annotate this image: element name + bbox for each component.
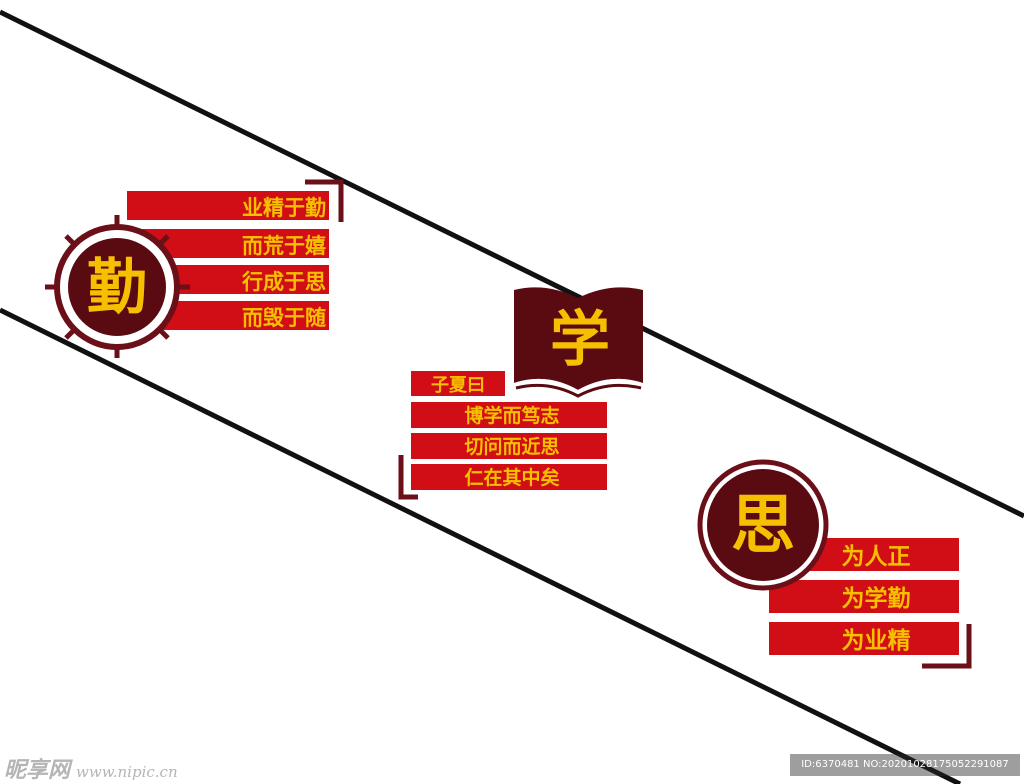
book-icon: [514, 287, 643, 390]
si-panel: 为人正 为学勤 为业精 思: [697, 459, 972, 669]
xue-bar-4: [411, 464, 607, 490]
xue-badge-char: 学: [550, 305, 610, 375]
xue-line-4: 仁在其中矣: [464, 466, 559, 489]
qin-line-2: 而荒于嬉: [242, 234, 326, 258]
xue-bar-2: [411, 402, 607, 428]
si-bar-3: [769, 622, 959, 655]
si-circle-badge: 思: [697, 459, 829, 591]
xue-bar-3: [411, 433, 607, 459]
qin-line-3: 行成于思: [241, 270, 326, 294]
xue-line-1: 子夏曰: [431, 375, 485, 396]
qin-corner-bracket: [305, 179, 344, 222]
qin-bar-1: [127, 191, 329, 220]
watermark-id-label: ID:6370481 NO:20201028175052291087: [790, 754, 1020, 776]
xue-corner-bracket: [398, 455, 418, 500]
si-corner-bracket: [922, 624, 972, 669]
xue-panel: 学 子夏曰 博学而笃志 切问而近思 仁在其中矣: [398, 287, 643, 500]
lower-diagonal-line: [0, 307, 962, 784]
xue-bar-1: [411, 371, 505, 396]
xue-line-2: 博学而笃志: [464, 404, 559, 427]
watermark-logo-text: 昵享网: [4, 757, 71, 783]
watermark-url: www.nipic.cn: [76, 763, 178, 781]
upper-diagonal-line: [0, 9, 1024, 519]
qin-panel: 业精于勤 而荒于嬉 行成于思 而毁于随 勤: [45, 179, 344, 358]
si-bar-2: [769, 580, 959, 613]
xue-line-3: 切问而近思: [464, 436, 559, 458]
qin-line-1: 业精于勤: [242, 196, 326, 220]
si-line-1: 为人正: [842, 544, 911, 570]
si-line-2: 为学勤: [842, 585, 911, 612]
qin-wheel-badge: 勤: [45, 215, 190, 358]
qin-line-4: 而毁于随: [242, 306, 326, 330]
qin-badge-char: 勤: [87, 253, 147, 323]
si-line-3: 为业精: [842, 628, 911, 654]
xue-book-badge: 学: [514, 287, 643, 398]
si-badge-char: 思: [731, 488, 795, 563]
watermark-logo: 昵享网 www.nipic.cn: [4, 752, 178, 783]
